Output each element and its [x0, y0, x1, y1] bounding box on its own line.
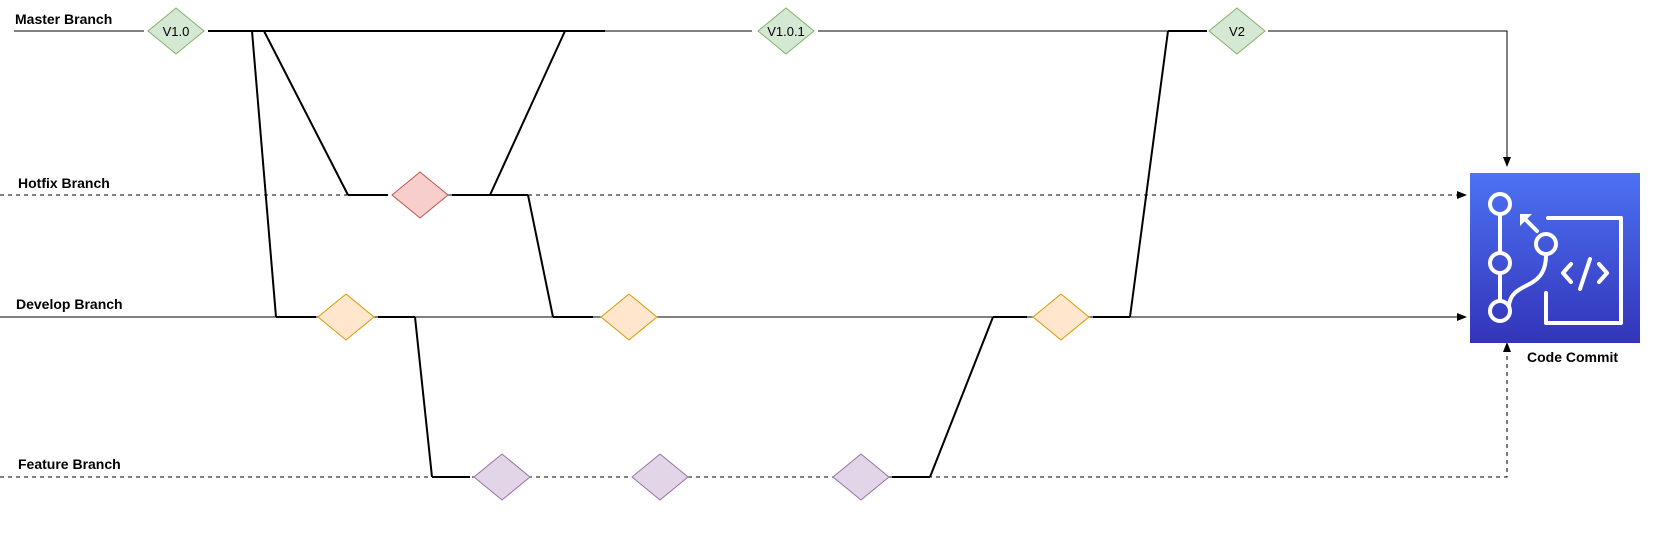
hotfix-to-develop-connector — [527, 194, 554, 318]
develop-to-feature-connector — [414, 316, 433, 478]
develop-commit-3 — [1032, 293, 1090, 341]
hotfix-commit — [391, 171, 449, 219]
develop-to-master-connector — [1129, 30, 1169, 318]
hotfix-to-master-connector — [489, 30, 566, 196]
feature-commit-3 — [832, 453, 890, 501]
tag-v1-0-label: V1.0 — [163, 24, 190, 39]
feature-branch-label: Feature Branch — [18, 456, 121, 472]
feature-commit-2 — [631, 453, 689, 501]
hotfix-branch-label: Hotfix Branch — [18, 175, 110, 191]
tag-v2-label: V2 — [1229, 24, 1245, 39]
feature-to-develop-connector — [929, 316, 994, 478]
master-branch-label: Master Branch — [15, 11, 112, 27]
aws-codecommit-icon — [1470, 173, 1640, 343]
codecommit-label: Code Commit — [1527, 349, 1618, 365]
commit-v1-0: V1.0 — [147, 7, 205, 55]
feature-commit-1 — [473, 453, 531, 501]
branch-connectors — [251, 30, 1169, 478]
master-to-hotfix-connector — [263, 30, 349, 196]
commit-v2: V2 — [1208, 7, 1266, 55]
tag-v1-0-1-label: V1.0.1 — [767, 24, 805, 39]
commit-v1-0-1: V1.0.1 — [757, 7, 815, 55]
develop-commit-1 — [317, 293, 375, 341]
develop-branch-label: Develop Branch — [16, 296, 123, 312]
develop-commit-2 — [600, 293, 658, 341]
feature-branch-line — [0, 342, 1511, 478]
master-branch-line — [14, 30, 1511, 167]
master-to-develop-connector — [251, 30, 277, 318]
